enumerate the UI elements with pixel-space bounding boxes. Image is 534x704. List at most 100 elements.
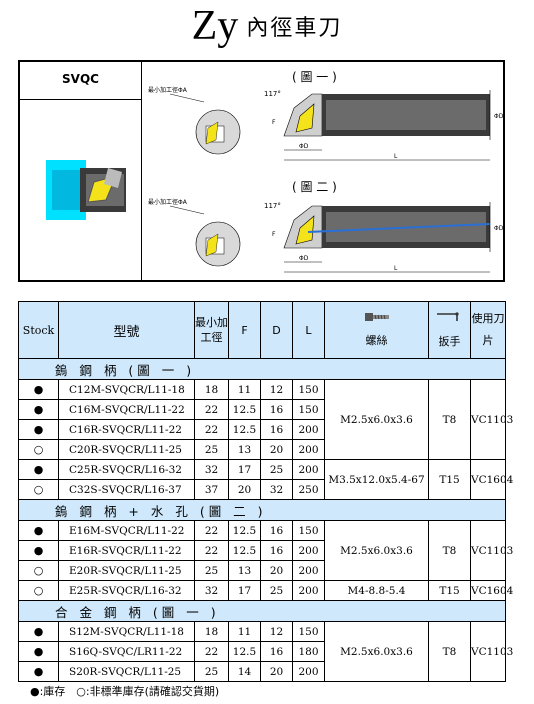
stock-mark: ● (18, 661, 59, 682)
model-cell: E20R-SVQCR/L11-25 (58, 560, 195, 581)
l-cell: 150 (292, 520, 325, 541)
stock-mark: ● (18, 641, 59, 662)
d-cell: 16 (260, 419, 293, 440)
wrench-icon (436, 312, 459, 321)
l-cell: 200 (292, 419, 325, 440)
section-title: 合 金 鋼 柄 (圖 一 ) (18, 600, 506, 622)
min-bore-cell: 25 (194, 560, 229, 581)
insert-cell: VC1604 (470, 459, 513, 500)
insert-cell: VC1103 (470, 520, 513, 581)
stock-mark: ○ (18, 479, 59, 500)
d-cell: 20 (260, 560, 293, 581)
min-bore-cell: 22 (194, 399, 229, 420)
screw-cell: M4-8.8-5.4 (324, 580, 429, 601)
figure-2-label: ( 圖 二 ) (292, 180, 337, 194)
figure-1-label: ( 圖 一 ) (292, 70, 337, 84)
stock-legend: ●:庫存 ○:非標準庫存(請確認交貨期) (30, 685, 220, 698)
stock-mark: ● (18, 540, 59, 561)
min-bore-cell: 18 (194, 379, 229, 400)
d-cell: 16 (260, 641, 293, 662)
section-header-row: 鎢 鋼 柄 (圖 一 ) (18, 358, 506, 380)
figure-box: SVQC ( 圖 一 ) 最小加工徑ΦA 117° F ΦD L ΦD ( 圖 … (18, 60, 505, 282)
d-cell: 12 (260, 379, 293, 400)
min-bore-cell: 25 (194, 661, 229, 682)
stock-mark: ● (18, 419, 59, 440)
f-cell: 12.5 (228, 520, 261, 541)
l-cell: 200 (292, 459, 325, 480)
min-bore-cell: 32 (194, 459, 229, 480)
header-stock: Stock (18, 301, 59, 359)
min-bore-cell: 18 (194, 621, 229, 642)
stock-mark: ● (18, 399, 59, 420)
screw-cell: M2.5x6.0x3.6 (324, 379, 429, 460)
l-cell: 200 (292, 560, 325, 581)
wrench-cell: T8 (428, 520, 471, 581)
insert-cell: VC1103 (470, 621, 513, 682)
f-cell: 11 (228, 621, 261, 642)
d-cell: 20 (260, 439, 293, 460)
stock-mark: ● (18, 520, 59, 541)
figure-code: SVQC (62, 72, 99, 86)
l-cell: 200 (292, 580, 325, 601)
section-header-row: 合 金 鋼 柄 (圖 一 ) (18, 600, 506, 622)
l-cell: 180 (292, 641, 325, 662)
screw-cell: M2.5x6.0x3.6 (324, 520, 429, 581)
header-screw: 螺絲 (324, 301, 429, 359)
model-cell: E16R-SVQCR/L11-22 (58, 540, 195, 561)
d-cell: 16 (260, 520, 293, 541)
d-cell: 16 (260, 399, 293, 420)
header-d: D (260, 301, 293, 359)
svg-text:117°: 117° (264, 202, 281, 210)
section-title: 鎢 鋼 柄 (圖 一 ) (18, 358, 506, 380)
title-subtitle: 內徑車刀 (246, 16, 343, 41)
model-cell: C32S-SVQCR/L16-37 (58, 479, 195, 500)
figure-2-drawing: 最小加工徑ΦA 117° F ΦD L ΦD (148, 198, 504, 273)
svg-text:117°: 117° (264, 90, 281, 98)
f-cell: 12.5 (228, 419, 261, 440)
l-cell: 150 (292, 379, 325, 400)
model-cell: C25R-SVQCR/L16-32 (58, 459, 195, 480)
l-cell: 200 (292, 540, 325, 561)
d-cell: 25 (260, 580, 293, 601)
f-cell: 12.5 (228, 540, 261, 561)
svg-text:最小加工徑ΦA: 最小加工徑ΦA (148, 198, 188, 206)
model-cell: C20R-SVQCR/L11-25 (58, 439, 195, 460)
insert-cell: VC1604 (470, 580, 513, 601)
header-l: L (292, 301, 325, 359)
table-header-row: Stock 型號 最小加工徑 F D L 螺絲 扳手 使用 (18, 301, 506, 359)
model-cell: C12M-SVQCR/L11-18 (58, 379, 195, 400)
header-model: 型號 (58, 301, 195, 359)
stock-mark: ● (18, 621, 59, 642)
model-cell: C16R-SVQCR/L11-22 (58, 419, 195, 440)
header-min-bore: 最小加工徑 (194, 301, 229, 359)
svg-text:L: L (394, 153, 398, 160)
min-bore-cell: 32 (194, 580, 229, 601)
min-bore-cell: 22 (194, 419, 229, 440)
min-bore-cell: 25 (194, 439, 229, 460)
stock-mark: ○ (18, 580, 59, 601)
model-cell: E16M-SVQCR/L11-22 (58, 520, 195, 541)
wrench-cell: T8 (428, 621, 471, 682)
svg-text:F: F (272, 119, 276, 126)
spec-table: Stock 型號 最小加工徑 F D L 螺絲 扳手 使用 (18, 301, 513, 682)
f-cell: 14 (228, 661, 261, 682)
svg-text:ΦD: ΦD (299, 143, 309, 150)
d-cell: 12 (260, 621, 293, 642)
f-cell: 17 (228, 580, 261, 601)
svg-text:ΦD: ΦD (299, 255, 309, 262)
stock-mark: ● (18, 459, 59, 480)
figure-1-drawing: 最小加工徑ΦA 117° F ΦD L ΦD (148, 86, 504, 161)
stock-mark: ○ (18, 560, 59, 581)
l-cell: 150 (292, 621, 325, 642)
screw-icon (364, 313, 389, 321)
